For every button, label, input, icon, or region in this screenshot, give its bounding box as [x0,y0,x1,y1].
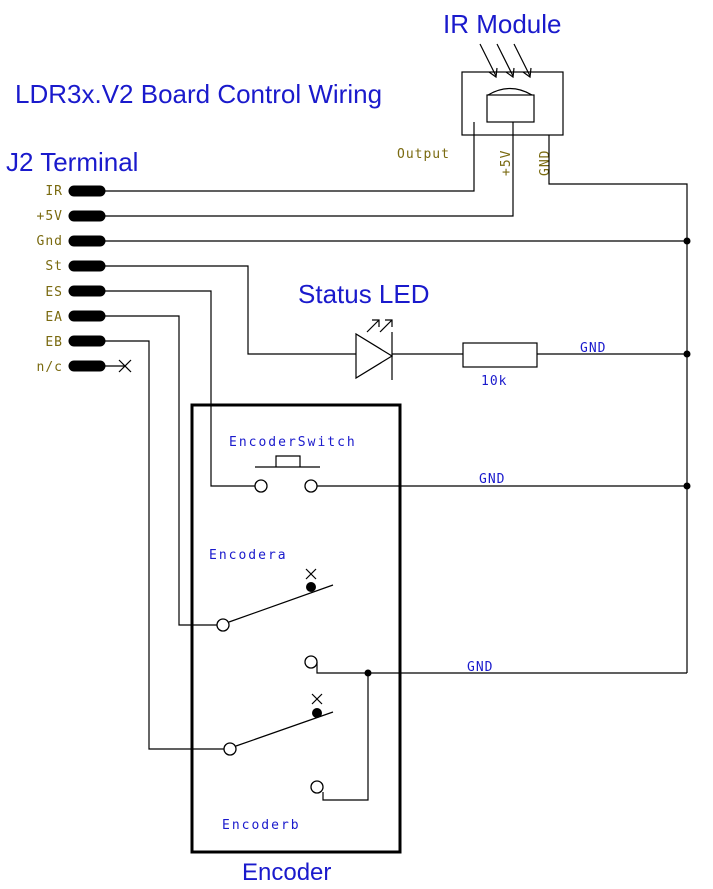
encoder-b-label: Encoderb [222,818,301,833]
pin-label-es: ES [45,285,63,300]
j2-terminal: IR +5V Gnd St ES EA EB n/c [37,184,106,375]
encoder-box [190,403,402,854]
resistor-10k [462,342,538,368]
pin-label-eb: EB [45,335,63,350]
diagram-title: LDR3x.V2 Board Control Wiring [15,79,382,109]
wire-encoder-b-common [322,673,369,801]
pin-label-ea: EA [45,310,63,325]
wires [100,122,688,801]
ir-module-heading: IR Module [443,9,562,39]
encoder-a-nc-cross-icon [305,568,317,580]
junction-node [683,482,691,490]
junction-node [364,669,372,677]
resistor-value: 10k [481,374,507,389]
encoder-gnd-label: GND [467,660,493,675]
junction-node [683,350,691,358]
pin-label-st: St [45,259,63,274]
led-gnd-label: GND [580,341,606,356]
encoder-push-switch [254,455,320,493]
encoder-b-switch [223,693,334,794]
ir-pin-output: Output [397,147,450,162]
status-led-symbol [355,319,394,380]
encoder-switch-label: EncoderSwitch [229,435,357,450]
ir-light-arrows-icon [479,43,532,79]
wire-eb [100,340,224,750]
ir-pin-gnd: GND [538,150,553,176]
pin-label-5v: +5V [37,209,63,224]
encoder-heading: Encoder [242,859,331,886]
encoder-a-switch [216,568,334,669]
wire-ir [100,122,475,192]
pin-label-gnd: Gnd [37,234,63,249]
wire-5v [100,122,514,217]
wire-encoder-common-gnd [316,662,687,674]
switch-gnd-label: GND [479,472,505,487]
encoder-a-label: Encodera [209,548,288,563]
wire-ea [100,315,218,626]
led-light-arrows-icon [366,319,393,333]
encoder-b-nc-cross-icon [311,693,323,705]
wire-ir-gnd [548,135,688,673]
junction-node [683,237,691,245]
nc-cross-icon [118,359,132,373]
status-led-heading: Status LED [298,279,430,309]
wire-es [100,290,255,487]
wire-st [100,265,356,355]
ir-module: Output +5V GND [397,43,564,176]
ir-pin-5v: +5V [499,150,514,176]
pin-label-ir: IR [45,184,63,199]
terminal-heading: J2 Terminal [6,147,138,177]
pin-label-nc: n/c [37,360,63,375]
